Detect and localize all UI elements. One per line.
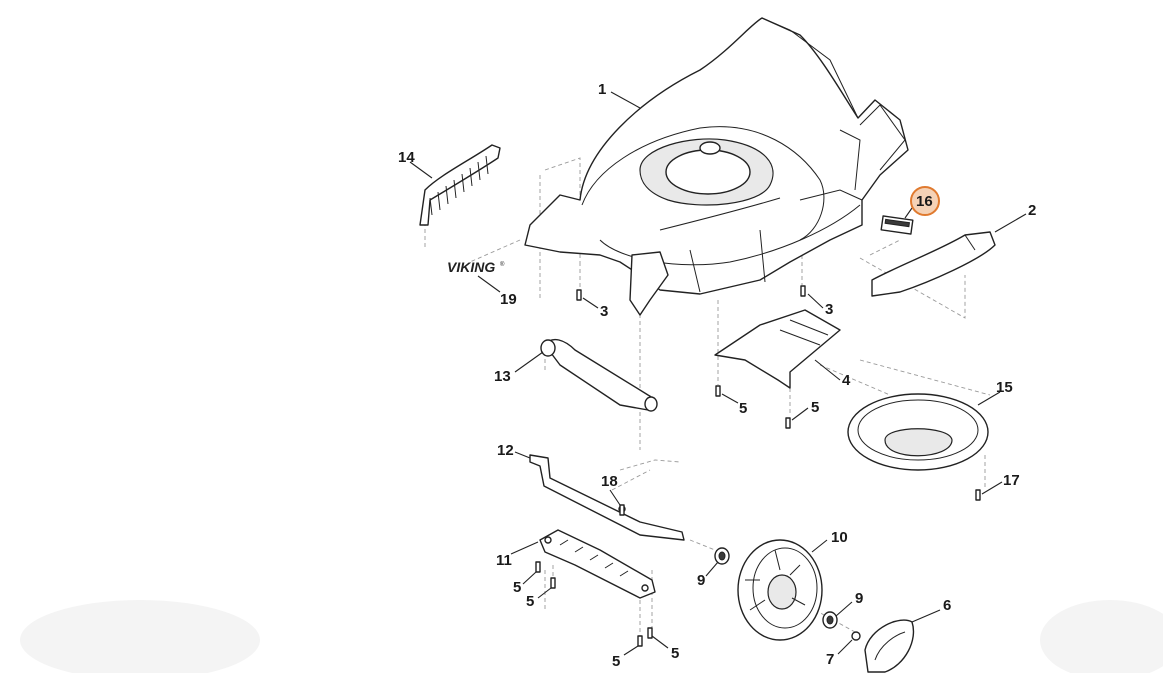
callout-10: 10 — [831, 529, 848, 546]
callout-16[interactable]: 16 — [916, 193, 933, 210]
callout-9: 9 — [855, 590, 863, 607]
background-shadow — [20, 600, 260, 673]
callout-6: 6 — [943, 597, 951, 614]
part-14-rear-flap — [419, 144, 501, 226]
callout-15: 15 — [996, 379, 1013, 396]
callout-5: 5 — [739, 400, 747, 417]
callout-5: 5 — [513, 579, 521, 596]
part-10-wheel — [737, 539, 823, 641]
callout-1: 1 — [598, 81, 606, 98]
part-12-rod — [529, 454, 685, 541]
part-2-side-cover — [871, 231, 996, 297]
callout-9: 9 — [697, 572, 705, 589]
callout-12: 12 — [497, 442, 514, 459]
part-6-hub-cap — [864, 619, 915, 673]
callout-4: 4 — [842, 372, 851, 389]
part-1-mower-deck — [524, 17, 909, 316]
callout-labels: 1 2 3 3 4 5 5 5 5 5 5 6 7 9 9 10 11 12 1… — [398, 81, 1036, 670]
part-11-bracket — [539, 529, 656, 599]
callout-5: 5 — [526, 593, 534, 610]
callout-5: 5 — [811, 399, 819, 416]
callout-2: 2 — [1028, 202, 1036, 219]
part-7-nut — [851, 631, 861, 641]
leader-lines — [409, 91, 1027, 656]
part-16-label — [880, 215, 914, 235]
background-shadow — [1040, 600, 1163, 673]
part-9-bearing-front — [822, 611, 838, 629]
callout-5: 5 — [671, 645, 679, 662]
callout-17: 17 — [1003, 472, 1020, 489]
callout-13: 13 — [494, 368, 511, 385]
viking-logo-text: VIKING — [447, 259, 495, 275]
callout-11: 11 — [496, 552, 512, 569]
callout-18: 18 — [601, 473, 618, 490]
callout-14: 14 — [398, 149, 415, 166]
part-15-wheel-bowl — [847, 393, 989, 471]
part-4-deflector — [714, 309, 841, 389]
part-9-bearing-rear — [714, 547, 730, 565]
highlight-circle-16 — [910, 186, 940, 216]
part-19-viking-logo: VIKING ® — [447, 259, 505, 275]
callout-19: 19 — [500, 291, 517, 308]
callout-7: 7 — [826, 651, 834, 668]
callout-3: 3 — [825, 301, 833, 318]
registered-mark: ® — [500, 261, 505, 268]
callout-3: 3 — [600, 303, 608, 320]
callout-5: 5 — [612, 653, 620, 670]
part-13-axle-tube — [540, 338, 658, 412]
screws — [535, 285, 981, 647]
